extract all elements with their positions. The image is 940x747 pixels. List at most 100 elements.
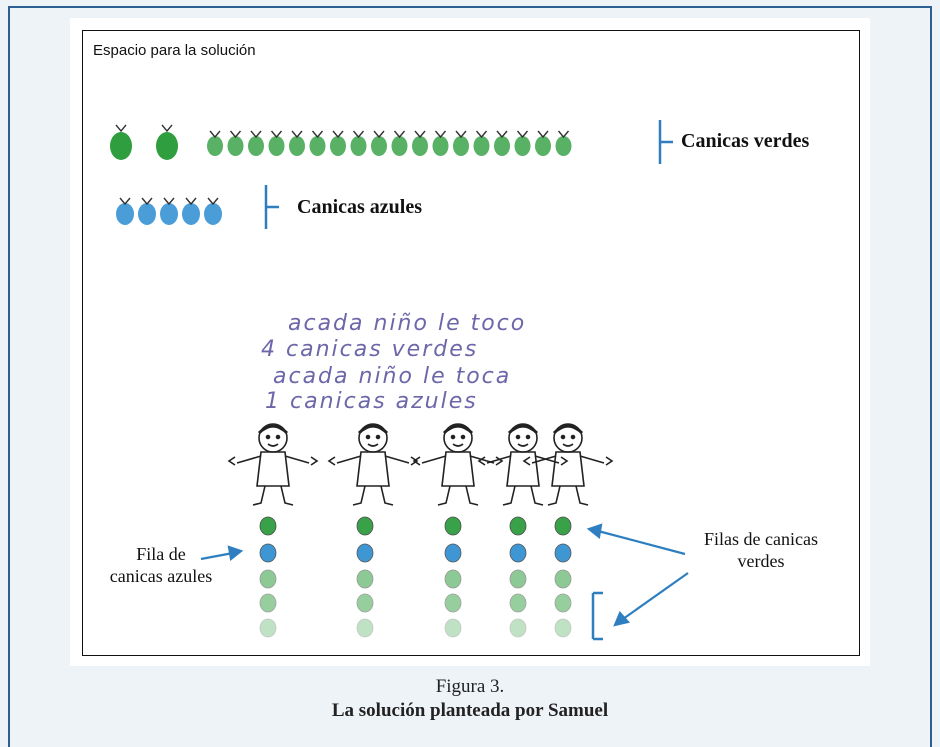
blue-marble: [182, 203, 200, 225]
figure-number: Figura 3.: [435, 676, 505, 697]
blue-marble: [509, 543, 527, 563]
green-marble: [509, 569, 527, 589]
green-marble: [432, 136, 449, 156]
tally-mark: [115, 124, 127, 133]
tally-mark: [496, 130, 508, 139]
green-marble: [259, 516, 277, 536]
blue-row-annotation-line-2: canicas azules: [109, 566, 213, 586]
tally-mark: [516, 130, 529, 139]
tally-mark: [352, 130, 365, 139]
tally-mark: [475, 130, 488, 139]
green-marble: [444, 516, 462, 536]
green-bracket: [658, 120, 673, 164]
arrow-blue-row-head: [227, 545, 244, 562]
blue-row-annotation: Fila de canicas azules: [101, 543, 221, 587]
green-marble: [356, 618, 374, 638]
green-marble: [509, 618, 527, 638]
green-marble: [350, 136, 367, 156]
green-marble: [509, 593, 527, 613]
green-marble: [554, 516, 572, 536]
tally-mark: [270, 130, 283, 139]
green-marble: [259, 618, 277, 638]
green-marble: [444, 618, 462, 638]
green-marble: [268, 136, 285, 156]
blue-marble: [116, 203, 134, 225]
tally-mark: [185, 197, 197, 206]
child-figure: [522, 423, 614, 506]
blue-bracket: [264, 185, 279, 229]
green-marbles-row: [110, 124, 572, 160]
green-marble: [227, 136, 244, 156]
blue-marble: [356, 543, 374, 563]
tally-mark: [414, 130, 426, 139]
green-marble: [412, 136, 428, 156]
arrow-blue-row: [200, 551, 234, 561]
arrow-green-top: [597, 529, 686, 556]
handwriting-line-3: acada niño le toca: [273, 364, 512, 389]
blue-marble: [204, 203, 222, 225]
green-marble: [554, 593, 572, 613]
blue-marbles-row: [116, 197, 222, 225]
figure-title: La solución planteada por Samuel: [331, 700, 609, 721]
green-marble: [356, 593, 374, 613]
blue-marble: [444, 543, 462, 563]
child-figure: [327, 423, 419, 506]
blue-marble: [138, 203, 156, 225]
green-marble: [156, 132, 178, 160]
blue-marbles-label: Canicas azules: [297, 196, 422, 218]
bottom-bracket: [591, 591, 603, 641]
green-marble: [207, 136, 223, 156]
green-marble: [259, 569, 277, 589]
green-marble: [248, 136, 264, 156]
child-figure: [412, 423, 504, 506]
green-marble: [555, 136, 572, 156]
blue-row-annotation-line-1: Fila de: [136, 544, 186, 564]
green-marble: [330, 136, 346, 156]
green-marble: [391, 136, 408, 156]
tally-mark: [163, 197, 175, 206]
tally-mark: [455, 130, 467, 139]
tally-mark: [229, 130, 242, 139]
tally-mark: [209, 130, 221, 139]
green-marble: [289, 136, 305, 156]
green-marble: [554, 618, 572, 638]
figure-image-panel: Espacio para la solución: [70, 18, 870, 666]
marble-columns: [259, 516, 572, 638]
green-rows-annotation-line-2: verdes: [737, 551, 785, 571]
tally-mark: [557, 130, 570, 139]
green-marble: [356, 516, 374, 536]
blue-marble: [554, 543, 572, 563]
green-rows-annotation: Filas de canicas verdes: [681, 528, 841, 572]
handwriting-line-2: 4 canicas verdes: [261, 337, 479, 362]
green-marble: [535, 136, 551, 156]
handwriting-line-4: 1 canicas azules: [265, 389, 478, 414]
green-marbles-label: Canicas verdes: [681, 130, 810, 152]
green-marble: [554, 569, 572, 589]
solution-space-box: Espacio para la solución: [82, 30, 860, 656]
green-marble: [110, 132, 132, 160]
green-marble: [494, 136, 510, 156]
tally-mark: [311, 130, 324, 139]
green-marble: [444, 569, 462, 589]
green-marble: [309, 136, 326, 156]
solution-space-label: Espacio para la solución: [93, 42, 256, 59]
children-drawings: [227, 423, 614, 506]
tally-mark: [393, 130, 406, 139]
blue-marble: [259, 543, 277, 563]
green-marble: [473, 136, 490, 156]
arrow-green-bottom-head: [613, 610, 631, 627]
blue-marble: [160, 203, 178, 225]
tally-mark: [141, 197, 153, 206]
green-marble: [509, 516, 527, 536]
child-figure: [227, 423, 319, 506]
tally-mark: [332, 130, 344, 139]
green-marble: [371, 136, 387, 156]
tally-mark: [537, 130, 549, 139]
tally-mark: [161, 124, 173, 133]
green-marble: [444, 593, 462, 613]
green-marble: [356, 569, 374, 589]
green-marble: [453, 136, 469, 156]
tally-mark: [291, 130, 303, 139]
green-marble: [259, 593, 277, 613]
arrow-green-bottom: [622, 572, 689, 620]
